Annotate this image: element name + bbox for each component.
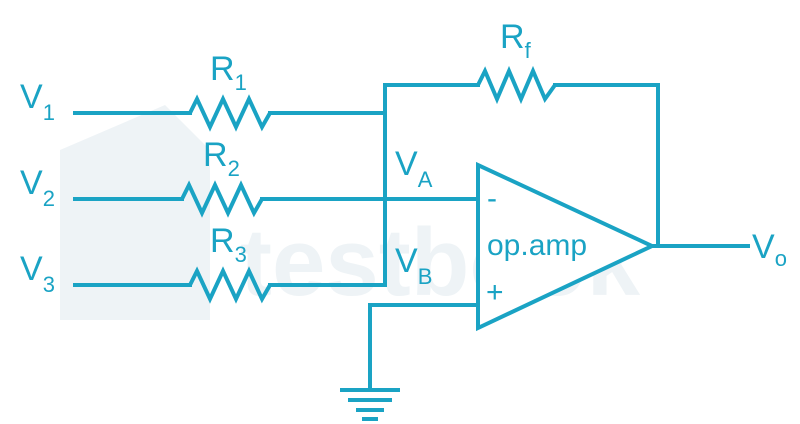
label-r1: R1 [210,50,247,95]
label-r3: R3 [210,222,247,267]
opamp-noninverting-sign: + [486,276,504,309]
label-v3: V3 [20,250,55,297]
ground-icon [340,388,400,421]
label-v1: V1 [20,78,55,125]
label-v2: V2 [20,164,55,211]
label-vo: Vo [752,228,787,271]
label-va: VA [395,145,433,192]
label-vb: VB [395,242,432,289]
resistor-r2-symbol [180,180,264,218]
label-rf: Rf [500,18,532,63]
resistor-rf-symbol [476,65,557,105]
wires [73,83,750,390]
opamp-triangle [476,161,657,332]
label-r2: R2 [203,136,240,181]
wire-noninverting-ground [368,303,480,390]
resistor-r1-symbol [188,94,272,132]
opamp-inverting-sign: - [487,182,497,215]
resistor-r3-symbol [188,266,272,304]
opamp-label: op.amp [487,229,587,262]
